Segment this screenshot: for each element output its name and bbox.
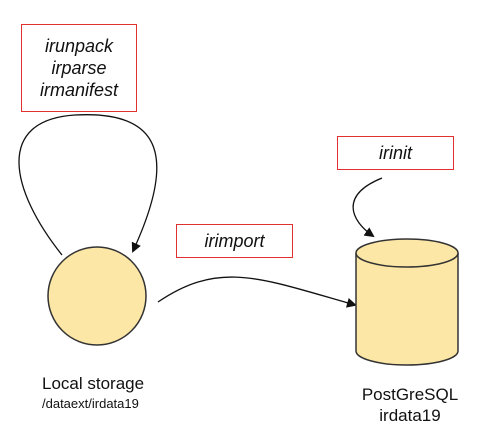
init-arrow xyxy=(352,177,383,238)
irunpack-label: irunpack xyxy=(44,36,114,56)
irimport-label: irimport xyxy=(204,231,265,251)
database-name: irdata19 xyxy=(379,406,441,425)
irinit-label: irinit xyxy=(378,143,412,163)
import-box: irimport xyxy=(176,224,293,258)
irmanifest-label: irmanifest xyxy=(39,80,119,100)
local-storage-node xyxy=(47,246,147,346)
import-arrow xyxy=(157,276,357,308)
database-title: PostGreSQL xyxy=(361,385,459,404)
local-storage-title: Local storage xyxy=(42,374,145,393)
database-cylinder xyxy=(355,238,459,366)
local-tools-box: irunpack irparse irmanifest xyxy=(21,24,137,112)
local-storage-path: /dataext/irdata19 xyxy=(42,396,139,411)
init-box: irinit xyxy=(337,136,454,170)
self-loop-arrow xyxy=(18,114,158,256)
irparse-label: irparse xyxy=(51,58,107,78)
